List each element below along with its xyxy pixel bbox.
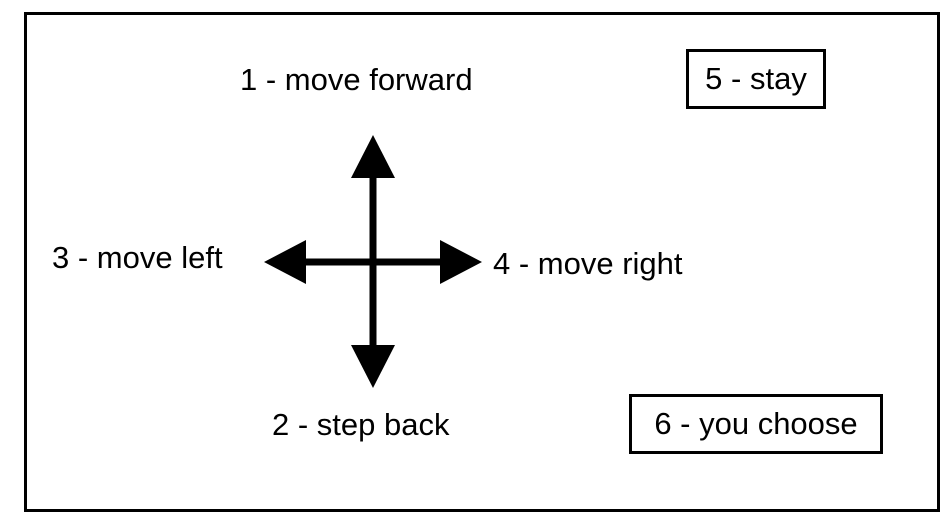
label-stay: 5 - stay [705,61,807,96]
box-stay: 5 - stay [686,49,826,109]
arrow-down-icon [351,345,395,388]
arrow-right-icon [440,240,482,284]
label-move-right: 4 - move right [493,246,683,281]
label-step-back: 2 - step back [272,407,450,442]
label-you-choose: 6 - you choose [654,406,858,441]
label-move-forward: 1 - move forward [240,62,473,97]
arrow-up-icon [351,135,395,178]
arrow-left-icon [264,240,306,284]
diagram-frame [24,12,940,512]
label-move-left: 3 - move left [52,240,223,275]
box-you-choose: 6 - you choose [629,394,883,454]
